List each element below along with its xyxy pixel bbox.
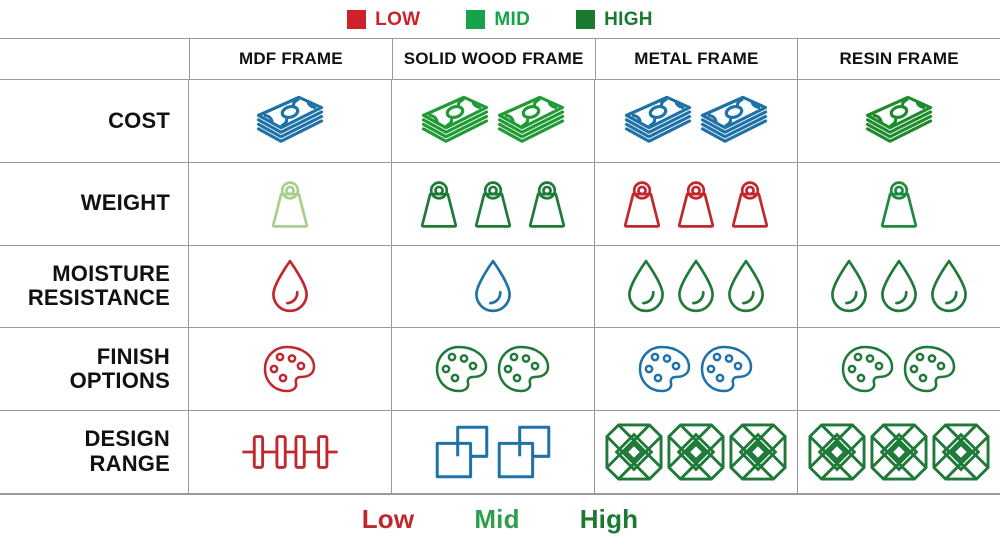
bottom-legend-label-high: High [579, 503, 639, 534]
water-drop-icon [831, 260, 867, 313]
square-swatch-icon [466, 9, 486, 29]
rating-cell [595, 411, 798, 493]
weight-icon [623, 180, 661, 228]
square-swatch-icon [347, 9, 367, 29]
row-label: DESIGN RANGE [84, 426, 170, 477]
water-drop-icon [628, 260, 664, 313]
table-row: MOISTURE RESISTANCE [0, 245, 1000, 329]
column-header-0: MDF FRAME [190, 39, 393, 79]
rating-cell [595, 328, 798, 411]
weight-icon [271, 180, 309, 228]
bottom-legend-label-low: Low [361, 503, 415, 534]
row-label: MOISTURE RESISTANCE [27, 260, 170, 311]
weight-icon [731, 180, 769, 228]
rating-cell [189, 162, 392, 245]
column-header-label: METAL FRAME [634, 49, 759, 68]
table-header-row: MDF FRAME SOLID WOOD FRAME METAL FRAME RESI… [0, 39, 1000, 80]
money-stack-icon [497, 95, 565, 143]
top-legend-item-mid: MID [466, 8, 531, 30]
rating-cell [392, 162, 595, 245]
rating-cell [798, 163, 1000, 245]
row-label-cell-4: DESIGN RANGE [0, 411, 189, 493]
row-label-cell-2: MOISTURE RESISTANCE [0, 245, 189, 328]
rating-cell [392, 80, 595, 162]
column-header-label: RESIN FRAME [839, 49, 959, 68]
paint-palette-icon [497, 346, 550, 393]
column-header-2: METAL FRAME [596, 39, 799, 79]
rating-cell [595, 245, 798, 328]
water-drop-icon [881, 260, 917, 313]
water-drop-icon [475, 260, 511, 313]
column-header-3: RESIN FRAME [798, 39, 1000, 79]
rating-cell [392, 411, 595, 493]
table-row: FINISH OPTIONS [0, 328, 1000, 412]
top-legend-label: HIGH [604, 8, 653, 30]
weight-icon [420, 180, 458, 228]
table-row: DESIGN RANGE [0, 411, 1000, 493]
rating-cell [595, 80, 798, 162]
rating-cell [798, 246, 1000, 328]
celtic-knot-icon [932, 423, 990, 481]
rating-cell [798, 328, 1000, 410]
celtic-knot-icon [667, 423, 725, 481]
overlap-squares-icon [435, 425, 489, 479]
weight-icon [880, 180, 918, 228]
rating-cell [798, 411, 1000, 493]
table-row: COST [0, 80, 1000, 163]
top-legend-item-low: LOW [347, 8, 421, 30]
paint-palette-icon [263, 346, 316, 393]
paint-palette-icon [435, 346, 488, 393]
column-header-1: SOLID WOOD FRAME [393, 39, 596, 79]
rating-cell [392, 328, 595, 411]
celtic-knot-icon [605, 423, 663, 481]
top-legend: LOW MID HIGH [0, 0, 1000, 38]
water-drop-icon [931, 260, 967, 313]
row-label-cell-0: COST [0, 80, 189, 162]
bottom-legend-label-mid: Mid [474, 503, 520, 534]
row-label: COST [108, 107, 170, 133]
rating-cell [189, 80, 392, 162]
celtic-knot-icon [870, 423, 928, 481]
square-swatch-icon [576, 9, 596, 29]
celtic-knot-icon [729, 423, 787, 481]
weight-icon [528, 180, 566, 228]
rating-cell [189, 411, 392, 493]
paint-palette-icon [638, 346, 691, 393]
comparison-table: MDF FRAME SOLID WOOD FRAME METAL FRAME RESI… [0, 38, 1000, 495]
paint-palette-icon [903, 346, 956, 393]
row-label: FINISH OPTIONS [69, 343, 170, 394]
rating-cell [798, 80, 1000, 162]
overlap-squares-icon [497, 425, 551, 479]
weight-icon [677, 180, 715, 228]
column-header-label: SOLID WOOD FRAME [403, 49, 584, 68]
money-stack-icon [421, 95, 489, 143]
paint-palette-icon [841, 346, 894, 393]
top-legend-item-high: HIGH [576, 8, 653, 30]
money-stack-icon [700, 95, 768, 143]
top-legend-label: LOW [375, 8, 421, 30]
money-stack-icon [865, 95, 933, 143]
weight-icon [474, 180, 512, 228]
rating-cell [189, 328, 392, 411]
water-drop-icon [272, 260, 308, 313]
water-drop-icon [728, 260, 764, 313]
bar-pattern-icon [242, 435, 338, 469]
row-label-cell-1: WEIGHT [0, 162, 189, 245]
water-drop-icon [678, 260, 714, 313]
rating-cell [595, 162, 798, 245]
row-label: WEIGHT [80, 190, 170, 216]
money-stack-icon [256, 95, 324, 143]
celtic-knot-icon [808, 423, 866, 481]
rating-cell [189, 245, 392, 328]
top-legend-label: MID [494, 8, 531, 30]
money-stack-icon [624, 95, 692, 143]
table-row: WEIGHT [0, 162, 1000, 246]
header-corner-cell [0, 39, 190, 79]
column-header-label: MDF FRAME [238, 49, 343, 68]
row-label-cell-3: FINISH OPTIONS [0, 328, 189, 411]
rating-cell [392, 245, 595, 328]
bottom-legend: Low Mid High [0, 492, 1000, 545]
paint-palette-icon [700, 346, 753, 393]
